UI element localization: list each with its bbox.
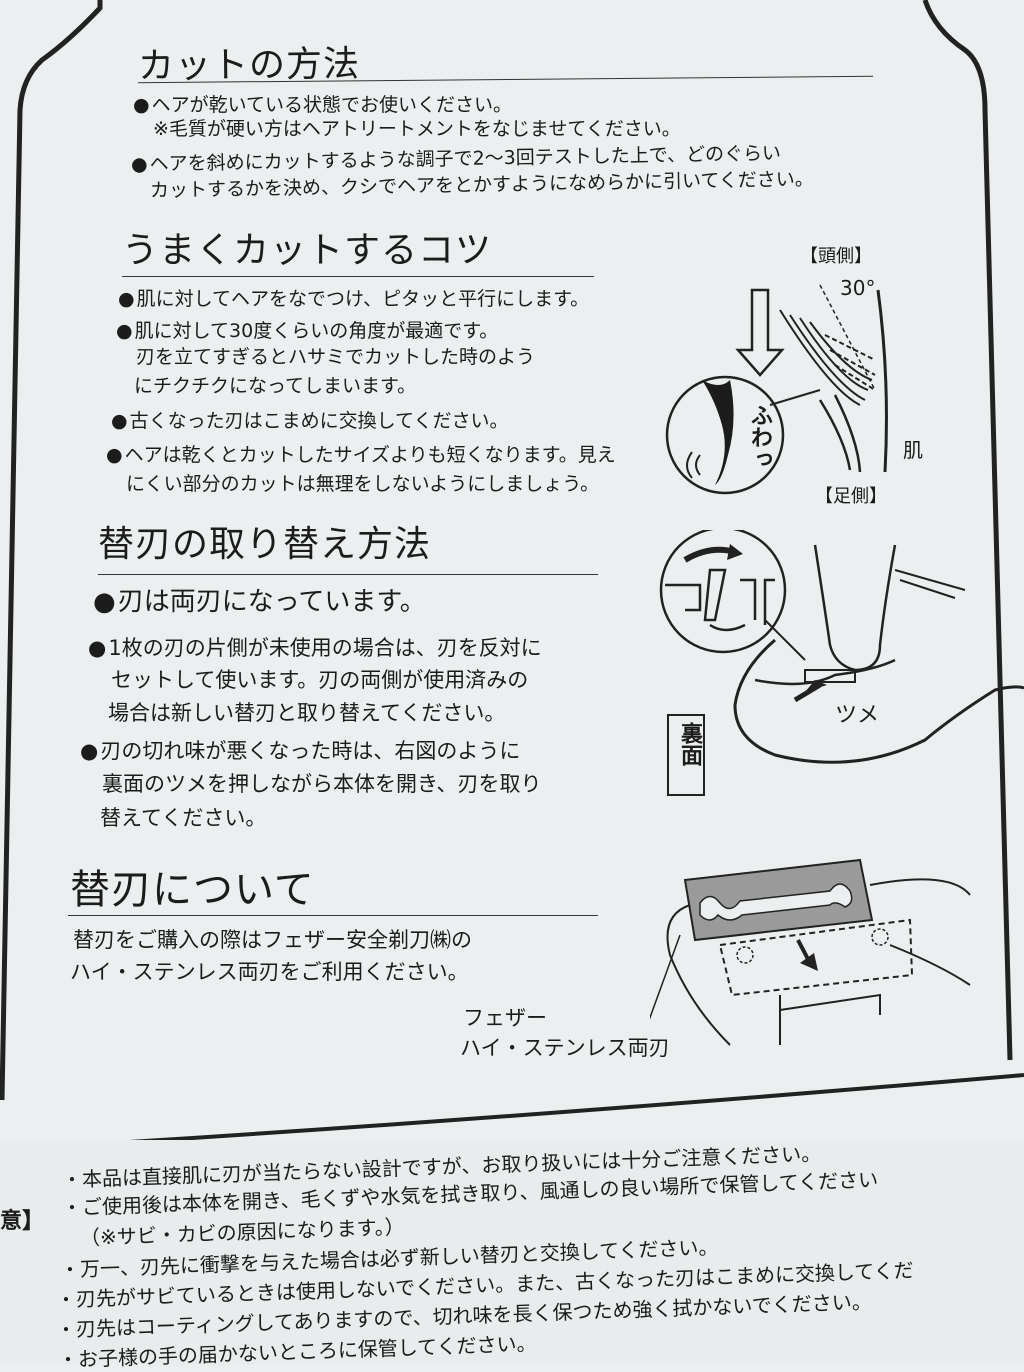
skin-label: 肌: [903, 438, 923, 462]
blade-replacement-figure: [659, 530, 1024, 764]
caution-section: ・本品は直接肌に刃が当たらない設計ですが、お取り扱いには十分ご注意ください。 ・…: [0, 1140, 1024, 1372]
section-title-replacement-blades: 替刃について: [70, 867, 315, 913]
instruction-line: ヘアが乾いている状態でお使いください。: [133, 96, 512, 115]
angle-label: 30°: [840, 276, 876, 300]
blade-line: 1枚の刃の片側が未使用の場合は、刃を反対に: [88, 638, 541, 659]
blade-line: 刃は両刃になっています。: [93, 589, 426, 615]
tip-line: 古くなった刃はこまめに交換してください。: [111, 412, 509, 431]
tip-line: にくい部分のカットは無理をしないようにしましょう。: [126, 473, 600, 495]
tip-line: にチクチクになってしまいます。: [134, 375, 417, 397]
feather-label-line1: フェザー: [463, 1006, 547, 1030]
fuwa-label: ふわっ: [747, 404, 772, 470]
section-divider: [98, 574, 598, 575]
tip-line: 肌に対してヘアをなでつけ、ピタッと平行にします。: [118, 290, 590, 309]
section-title-blade-replacement: 替刃の取り替え方法: [98, 524, 432, 565]
claw-label: ツメ: [835, 703, 880, 728]
feather-blade-figure: [650, 858, 971, 1046]
blade-line: セットして使います。刃の両側が使用済みの: [111, 668, 529, 692]
feather-label-line2: ハイ・ステンレス両刃: [460, 1036, 670, 1060]
cutting-angle-figure: [665, 284, 888, 495]
instruction-note: ※毛質が硬い方はヘアトリートメントをなじませてください。: [153, 118, 681, 140]
blade-line: 刃の切れ味が悪くなった時は、右図のように: [80, 741, 520, 762]
blade-info-line: 替刃をご購入の際はフェザー安全剃刀㈱の: [73, 928, 472, 952]
caution-line: （※サビ・カビの原因になります。）: [79, 1214, 405, 1250]
foot-side-label: 【足側】: [815, 486, 887, 507]
back-side-box: 裏面: [667, 714, 705, 796]
tip-line: 肌に対して30度くらいの角度が最適です。: [116, 322, 499, 341]
blade-line: 裏面のツメを押しながら本体を開き、刃を取り: [102, 772, 542, 796]
section-divider: [122, 276, 594, 277]
blade-line: 替えてください。: [100, 806, 267, 830]
section-title-cut-method: カットの方法: [137, 43, 361, 88]
tip-line: 刃を立てすぎるとハサミでカットした時のよう: [136, 346, 536, 368]
section-divider: [68, 915, 598, 916]
caution-heading: 意】: [0, 1209, 45, 1234]
tip-line: ヘアは乾くとカットしたサイズよりも短くなります。見え: [106, 446, 616, 465]
back-side-label: 裏面: [677, 722, 702, 766]
head-side-label: 【頭側】: [800, 246, 872, 267]
section-title-cutting-tips: うまくカットするコツ: [122, 230, 493, 271]
blade-line: 場合は新しい替刃と取り替えてください。: [108, 701, 506, 725]
blade-info-line: ハイ・ステンレス両刃をご利用ください。: [70, 960, 469, 984]
